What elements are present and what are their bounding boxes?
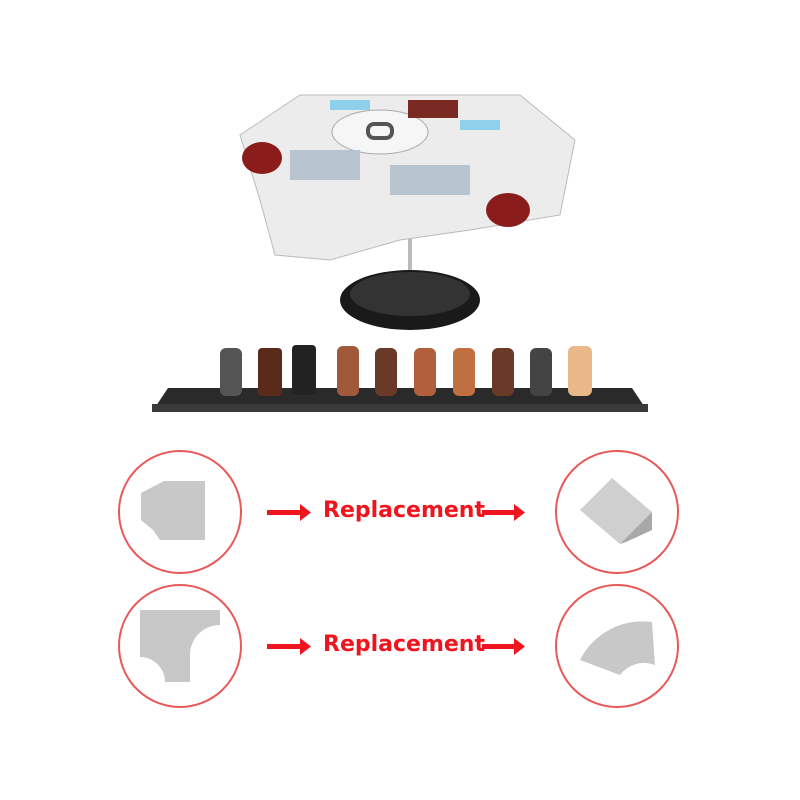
quarter-round-tile-icon xyxy=(580,621,655,675)
wedge-plate-icon xyxy=(141,481,205,540)
slope-brick-icon xyxy=(580,478,652,544)
replacement-row-1 xyxy=(118,450,679,574)
minifigure-display-stand xyxy=(152,345,648,412)
spaceship-model xyxy=(239,94,576,330)
arrow-icon xyxy=(267,504,311,521)
replacement-label: Replacement xyxy=(323,498,485,523)
arrow-icon xyxy=(267,638,311,655)
replacement-row-2 xyxy=(118,584,679,708)
arrow-icon xyxy=(482,638,525,655)
curved-tile-icon xyxy=(140,610,220,682)
replacement-label: Replacement xyxy=(323,632,485,657)
arrow-icon xyxy=(482,504,525,521)
